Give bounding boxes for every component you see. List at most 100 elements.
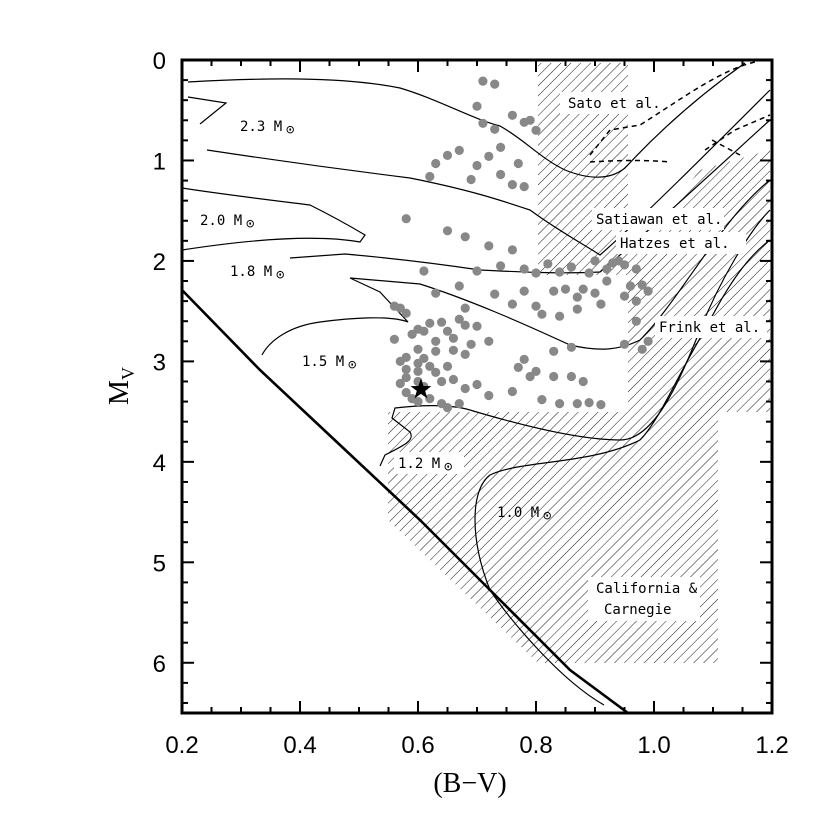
star-point-44 (555, 311, 565, 321)
star-point-29 (555, 267, 565, 277)
star-point-34 (619, 260, 630, 270)
star-point-20 (425, 171, 435, 182)
star-point-23 (460, 232, 470, 242)
dashed-track-right (704, 114, 771, 156)
star-point-62 (460, 320, 470, 330)
star-point-50 (431, 288, 441, 298)
star-point-6 (507, 110, 517, 120)
y-tick-label: 6 (153, 651, 166, 678)
x-tick-label: 0.6 (401, 732, 434, 759)
label-mass-1-5: 1.5 M ⊙ (302, 354, 357, 373)
star-point-99 (525, 371, 535, 382)
track-2-0msun-loop (182, 187, 366, 251)
star-point-8 (531, 125, 541, 135)
star-point-48 (472, 266, 482, 276)
label-frink: Frink et al. (659, 320, 760, 336)
star-point-76 (431, 367, 441, 377)
star-point-22 (442, 226, 453, 236)
svg-text:1.5 M: 1.5 M (302, 354, 344, 370)
star-point-103 (619, 339, 630, 349)
x-axis-title: (B−V) (433, 768, 506, 799)
star-point-73 (401, 364, 411, 374)
star-point-94 (584, 398, 594, 408)
star-point-108 (513, 362, 523, 372)
svg-text:⊙: ⊙ (276, 267, 285, 283)
star-point-118 (578, 284, 588, 294)
star-point-115 (431, 336, 441, 346)
hatch-region-satiawan (538, 172, 628, 275)
star-point-77 (437, 376, 447, 387)
annotations: Sato et al. Satiawan et al. Hatzes et al… (200, 92, 767, 621)
star-point-60 (442, 326, 453, 336)
star-point-105 (643, 336, 653, 346)
star-point-0 (478, 76, 488, 86)
star-point-89 (407, 394, 417, 404)
label-mass-1-8: 1.8 M ⊙ (230, 264, 285, 283)
star-point-121 (625, 281, 636, 291)
dashed-track-upper (589, 61, 756, 156)
star-point-85 (442, 403, 453, 413)
y-tick-label: 1 (153, 148, 166, 175)
svg-text:1.0 M: 1.0 M (497, 505, 539, 521)
label-california-line2: Carnegie (604, 602, 671, 618)
star-point-67 (460, 349, 470, 359)
star-point-96 (566, 371, 577, 382)
star-point-63 (472, 321, 482, 331)
star-point-40 (590, 288, 600, 298)
star-point-106 (637, 344, 647, 354)
label-mass-1-0: 1.0 M ⊙ (497, 505, 552, 524)
star-point-47 (490, 289, 500, 299)
star-point-18 (507, 180, 517, 190)
mass-tracks (182, 61, 771, 706)
star-point-39 (602, 276, 612, 286)
y-tick-label: 2 (153, 249, 166, 276)
star-point-100 (519, 354, 529, 364)
x-tick-label: 0.8 (519, 732, 552, 759)
star-point-2 (472, 101, 482, 111)
star-point-49 (454, 281, 464, 291)
label-sato: Sato et al. (568, 96, 661, 112)
svg-text:2.3 M: 2.3 M (240, 119, 282, 135)
star-point-59 (437, 317, 447, 327)
y-tick-label: 5 (153, 550, 166, 577)
star-point-68 (431, 346, 441, 356)
star-point-116 (448, 333, 458, 343)
star-point-35 (631, 264, 641, 274)
star-point-109 (442, 361, 453, 371)
star-point-93 (572, 399, 582, 409)
star-point-112 (401, 372, 411, 383)
star-point-126 (531, 301, 541, 311)
label-mass-1-2: 1.2 M ⊙ (398, 456, 453, 475)
label-mass-2-0: 2.0 M ⊙ (200, 213, 255, 232)
star-point-72 (395, 356, 405, 366)
star-point-66 (448, 345, 458, 355)
track-2-3msun (187, 62, 746, 178)
star-point-32 (602, 264, 612, 274)
star-point-81 (484, 390, 494, 401)
star-point-102 (566, 342, 577, 352)
star-point-122 (619, 291, 630, 301)
star-point-64 (484, 336, 494, 346)
label-california-line1: California & (596, 581, 698, 597)
star-point-3 (478, 118, 488, 128)
star-point-117 (460, 303, 470, 313)
star-point-87 (395, 378, 405, 389)
label-satiawan: Satiawan et al. (596, 212, 722, 228)
star-point-51 (419, 266, 429, 276)
star-point-36 (637, 280, 647, 290)
star-point-13 (472, 160, 482, 171)
star-point-10 (454, 145, 464, 155)
hatch-region-frink (628, 275, 770, 412)
x-tick-label: 1.2 (755, 732, 788, 759)
track-2-0msun (206, 89, 771, 256)
star-point-58 (425, 318, 435, 328)
star-point-65 (466, 339, 476, 349)
y-tick-label: 4 (153, 450, 166, 477)
x-tick-label: 0.4 (283, 732, 316, 759)
highlight-star-marker (410, 378, 432, 399)
svg-text:2.0 M: 2.0 M (200, 213, 242, 229)
star-point-107 (507, 386, 517, 397)
star-point-79 (460, 383, 470, 394)
